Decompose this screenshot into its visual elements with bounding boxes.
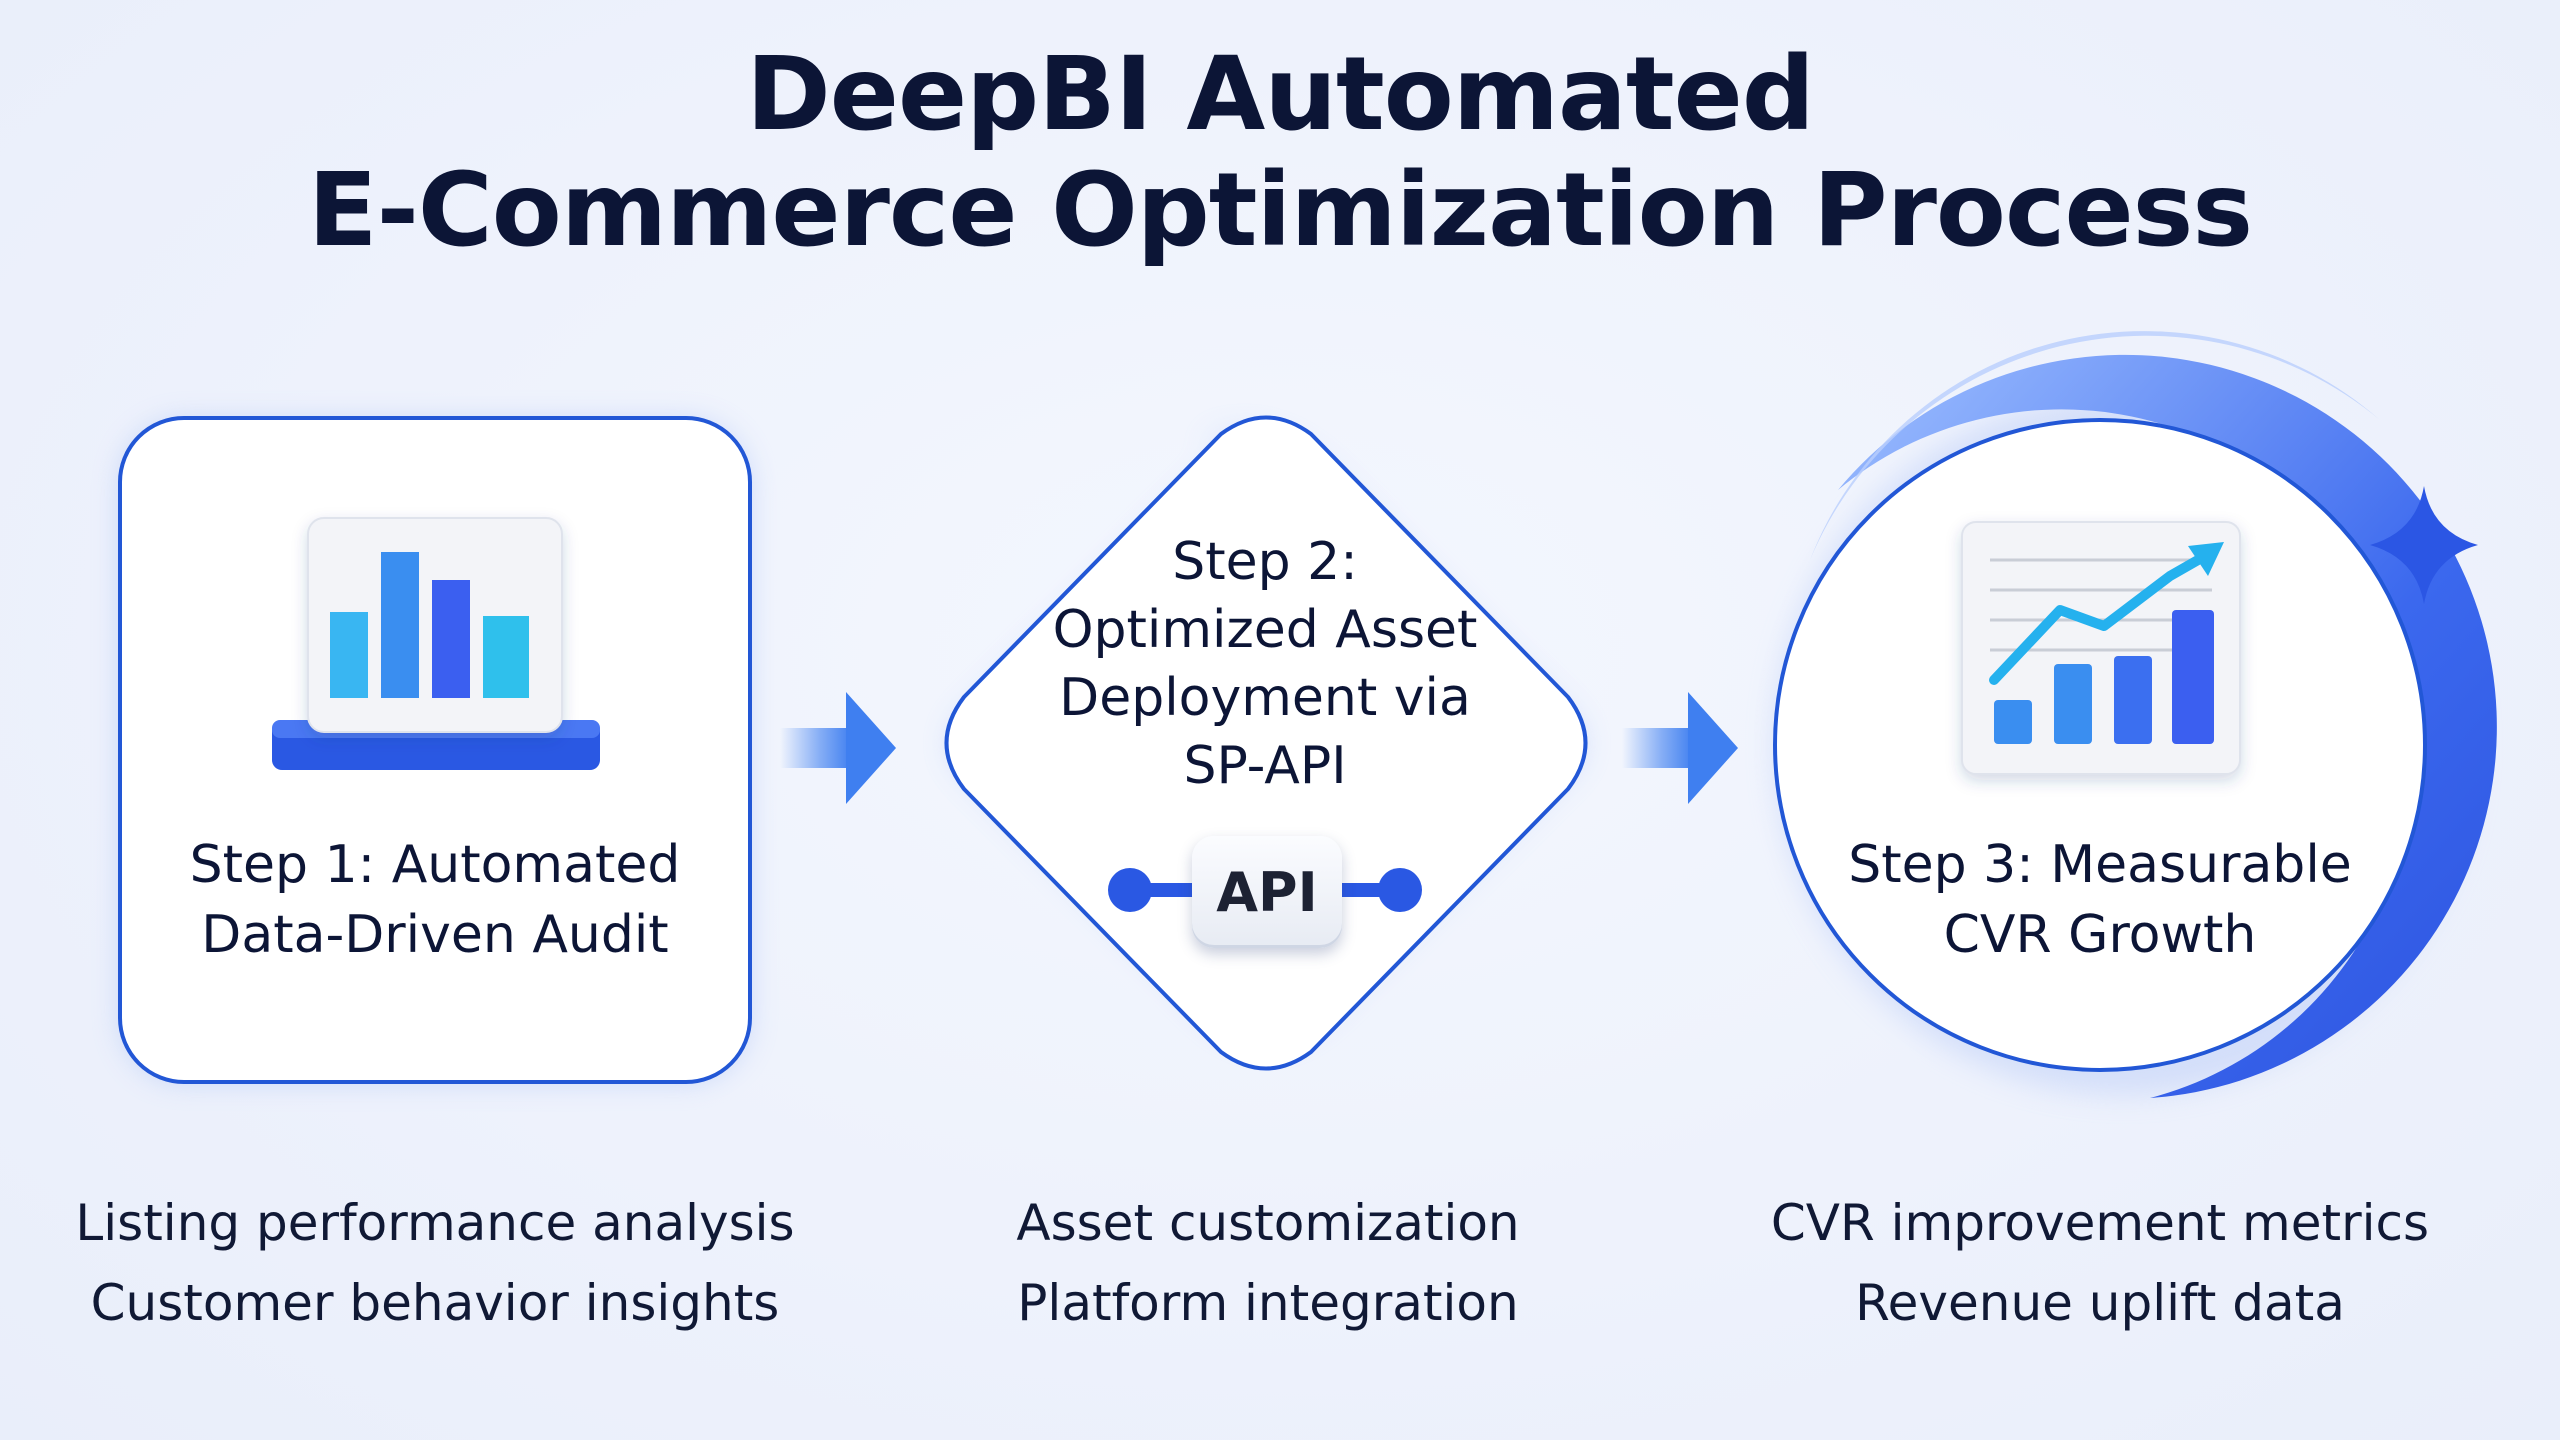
step-2-label-line: SP-API	[1183, 736, 1347, 796]
step-2-label-line: Step 2:	[1172, 532, 1358, 592]
step-2-details: Asset customization Platform integration	[848, 1183, 1688, 1343]
step-1-detail: Customer behavior insights	[90, 1274, 780, 1332]
bar-chart-icon	[272, 517, 600, 770]
step-2-label-line: Deployment via	[1059, 668, 1471, 728]
step-2-label-line: Optimized Asset	[1052, 600, 1478, 660]
api-badge: API	[1192, 836, 1342, 948]
step-2-label: Step 2: Optimized Asset Deployment via S…	[1000, 528, 1530, 800]
step-1-details: Listing performance analysis Customer be…	[15, 1183, 855, 1343]
step-1-label: Step 1: Automated Data-Driven Audit	[120, 830, 750, 970]
api-connector-icon	[1108, 868, 1422, 912]
step-1-label-line: Data-Driven Audit	[201, 905, 669, 965]
step-1-label-line: Step 1: Automated	[189, 835, 681, 895]
sparkle-icon	[2370, 486, 2478, 604]
step-3-detail: CVR improvement metrics	[1770, 1194, 2430, 1252]
step-3-label-line: CVR Growth	[1943, 905, 2257, 965]
step-3-label-line: Step 3: Measurable	[1848, 835, 2352, 895]
step-3-detail: Revenue uplift data	[1855, 1274, 2345, 1332]
arrow-step-2-to-3	[1622, 692, 1738, 804]
diagram-title-line-1: DeepBI Automated	[746, 35, 1815, 154]
step-2-detail: Asset customization	[1016, 1194, 1520, 1252]
step-1-detail: Listing performance analysis	[75, 1194, 795, 1252]
step-2-diamond	[944, 415, 1588, 1071]
growth-chart-icon	[1961, 521, 2241, 775]
step-3-details: CVR improvement metrics Revenue uplift d…	[1680, 1183, 2520, 1343]
step-3-label: Step 3: Measurable CVR Growth	[1800, 830, 2400, 970]
step-2-detail: Platform integration	[1017, 1274, 1519, 1332]
arrow-step-1-to-2	[780, 692, 896, 804]
diagram-title-line-2: E-Commerce Optimization Process	[307, 151, 2253, 270]
